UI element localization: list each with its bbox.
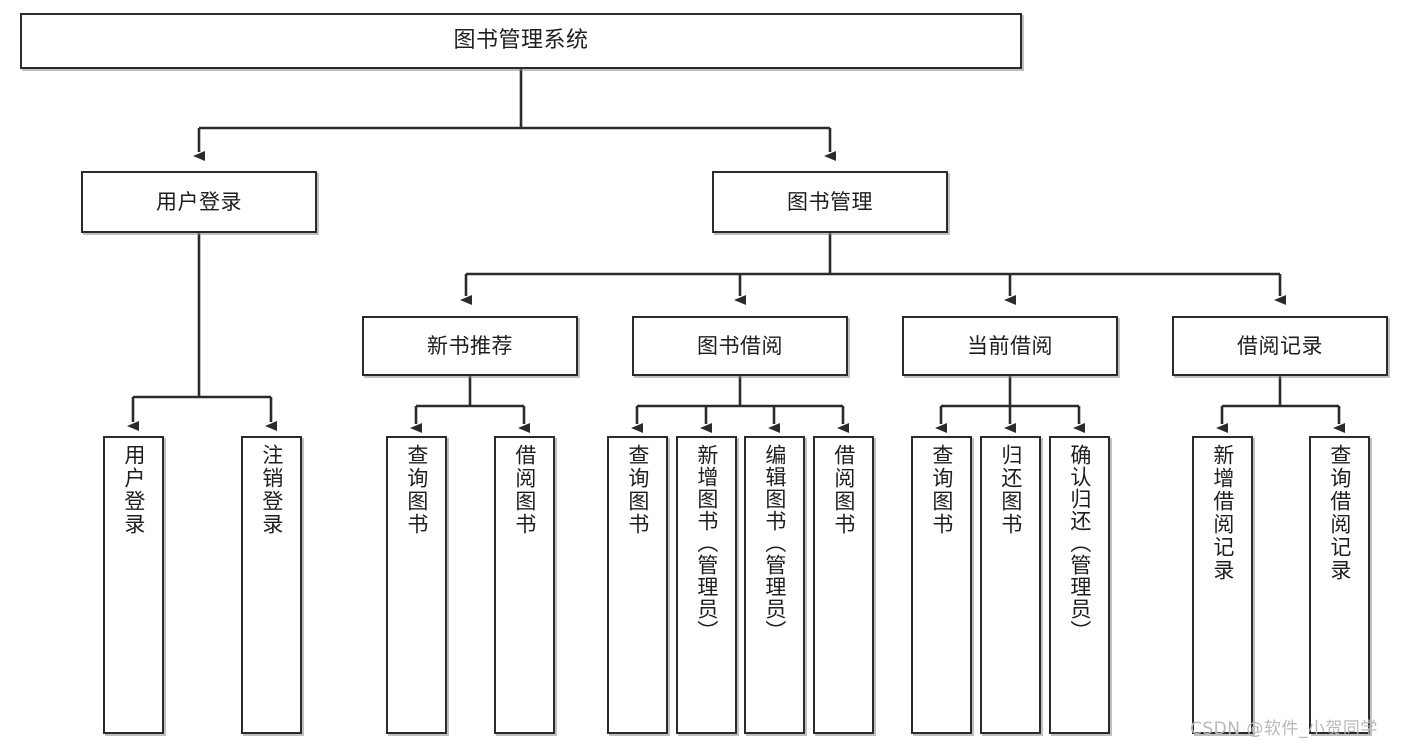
node-book-manage-label: 图书管理 (787, 189, 873, 214)
node-current-borrow[interactable]: 当前借阅 (902, 316, 1118, 376)
leaf-user-logout-label: 注销登录 (259, 444, 284, 536)
leaf-user-login-label: 用户登录 (121, 444, 146, 536)
leaf-query-book-2-label: 查询图书 (625, 444, 650, 536)
leaf-confirm-return-admin[interactable]: 确认归还（管理员） (1049, 436, 1110, 734)
node-borrow-record-label: 借阅记录 (1237, 333, 1323, 358)
leaf-add-borrow-record-label: 新增借阅记录 (1210, 444, 1235, 582)
leaf-confirm-return-admin-label: 确认归还（管理员） (1067, 444, 1092, 642)
node-current-borrow-label: 当前借阅 (967, 333, 1053, 358)
leaf-query-borrow-record[interactable]: 查询借阅记录 (1309, 436, 1370, 734)
node-borrow-record[interactable]: 借阅记录 (1172, 316, 1388, 376)
leaf-add-book-admin[interactable]: 新增图书（管理员） (676, 436, 737, 734)
leaf-user-login[interactable]: 用户登录 (103, 436, 164, 734)
leaf-query-borrow-record-label: 查询借阅记录 (1327, 444, 1352, 582)
leaf-add-book-admin-label: 新增图书（管理员） (694, 444, 719, 642)
leaf-borrow-book-1[interactable]: 借阅图书 (494, 436, 555, 734)
leaf-query-book-3-label: 查询图书 (929, 444, 954, 536)
node-new-book-recommend-label: 新书推荐 (427, 333, 513, 358)
node-root-label: 图书管理系统 (453, 28, 589, 54)
leaf-borrow-book-2-label: 借阅图书 (831, 444, 856, 536)
leaf-edit-book-admin[interactable]: 编辑图书（管理员） (744, 436, 805, 734)
leaf-borrow-book-2[interactable]: 借阅图书 (813, 436, 874, 734)
leaf-borrow-book-1-label: 借阅图书 (512, 444, 537, 536)
leaf-query-book-3[interactable]: 查询图书 (911, 436, 972, 734)
leaf-edit-book-admin-label: 编辑图书（管理员） (762, 444, 787, 642)
leaf-query-book-2[interactable]: 查询图书 (607, 436, 668, 734)
leaf-query-book-1-label: 查询图书 (404, 444, 429, 536)
node-book-manage[interactable]: 图书管理 (712, 171, 948, 233)
node-root[interactable]: 图书管理系统 (20, 13, 1022, 69)
leaf-return-book[interactable]: 归还图书 (980, 436, 1041, 734)
node-book-borrow[interactable]: 图书借阅 (632, 316, 848, 376)
leaf-user-logout[interactable]: 注销登录 (241, 436, 302, 734)
node-user-login[interactable]: 用户登录 (81, 171, 317, 233)
node-book-borrow-label: 图书借阅 (697, 333, 783, 358)
leaf-add-borrow-record[interactable]: 新增借阅记录 (1192, 436, 1253, 734)
node-user-login-label: 用户登录 (156, 189, 242, 214)
leaf-query-book-1[interactable]: 查询图书 (386, 436, 447, 734)
watermark: CSDN @软件_小贺同学 (1190, 719, 1378, 739)
node-new-book-recommend[interactable]: 新书推荐 (362, 316, 578, 376)
leaf-return-book-label: 归还图书 (998, 444, 1023, 536)
